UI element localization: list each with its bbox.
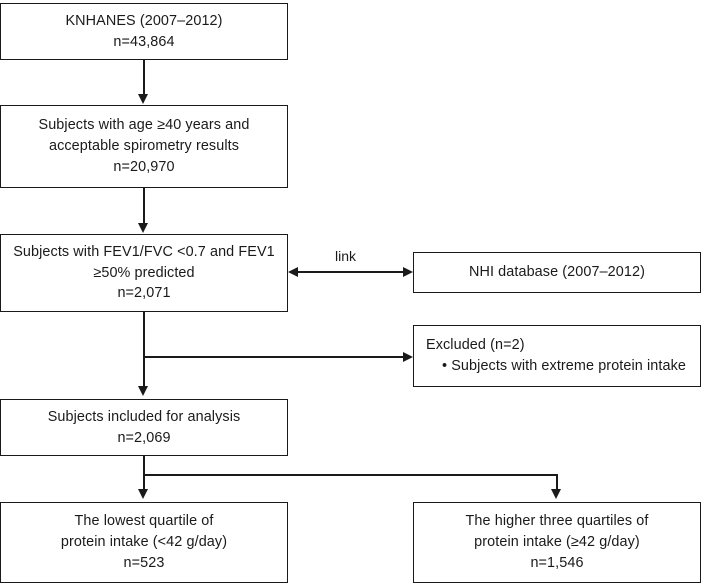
node-lowest-quartile-line-1: The lowest quartile of: [74, 513, 214, 530]
arrowhead-copd-to-included: [138, 386, 148, 396]
node-included: Subjects included for analysis n=2,069: [0, 399, 288, 456]
connector-source-to-eligible: [143, 60, 145, 95]
connector-copd-to-excluded: [143, 356, 406, 358]
connector-copd-to-included: [143, 312, 145, 387]
node-higher-quartiles-line-2: protein intake (≥42 g/day): [474, 534, 640, 551]
node-eligible: Subjects with age ≥40 years and acceptab…: [0, 105, 288, 188]
node-copd-line-1: Subjects with FEV1/FVC <0.7 and FEV1: [13, 243, 275, 260]
arrowhead-source-to-eligible: [138, 94, 148, 104]
node-excluded-line-2: • Subjects with extreme protein intake: [442, 358, 686, 374]
arrowhead-link-right: [403, 266, 413, 277]
node-eligible-line-2: acceptable spirometry results: [48, 138, 240, 155]
node-excluded: Excluded (n=2) • Subjects with extreme p…: [413, 325, 701, 387]
arrowhead-eligible-to-copd: [138, 223, 148, 233]
connector-eligible-to-copd: [143, 188, 145, 224]
connector-copd-to-nhi: [296, 271, 406, 273]
node-source-line-2: n=43,864: [113, 33, 175, 50]
node-higher-quartiles-line-1: The higher three quartiles of: [465, 513, 649, 530]
arrowhead-included-to-lowest: [138, 489, 148, 499]
node-excluded-line-1: Excluded (n=2): [426, 337, 525, 354]
node-source-line-1: KNHANES (2007–2012): [65, 12, 223, 29]
arrowhead-link-left: [288, 266, 298, 277]
arrowhead-copd-to-excluded: [403, 351, 413, 362]
node-lowest-quartile-line-2: protein intake (<42 g/day): [60, 534, 228, 551]
node-nhi-database: NHI database (2007–2012): [413, 252, 701, 293]
node-lowest-quartile: The lowest quartile of protein intake (<…: [0, 502, 288, 583]
node-copd-line-3: n=2,071: [117, 285, 171, 302]
node-eligible-line-3: n=20,970: [113, 158, 175, 175]
node-higher-quartiles-line-3: n=1,546: [530, 554, 584, 571]
node-copd-line-2: ≥50% predicted: [93, 264, 195, 281]
node-copd: Subjects with FEV1/FVC <0.7 and FEV1 ≥50…: [0, 234, 288, 312]
edge-label-link: link: [335, 248, 357, 264]
connector-included-to-lowest: [143, 456, 145, 490]
connector-included-to-higher: [143, 474, 557, 476]
node-included-line-2: n=2,069: [117, 429, 171, 446]
node-lowest-quartile-line-3: n=523: [123, 554, 165, 571]
node-included-line-1: Subjects included for analysis: [47, 408, 241, 425]
node-source: KNHANES (2007–2012) n=43,864: [0, 3, 288, 60]
arrowhead-included-to-higher: [551, 489, 561, 499]
node-higher-quartiles: The higher three quartiles of protein in…: [413, 502, 701, 583]
connector-included-to-higher-drop: [556, 474, 558, 490]
node-eligible-line-1: Subjects with age ≥40 years and: [38, 117, 250, 134]
node-nhi-database-line-1: NHI database (2007–2012): [468, 264, 645, 281]
